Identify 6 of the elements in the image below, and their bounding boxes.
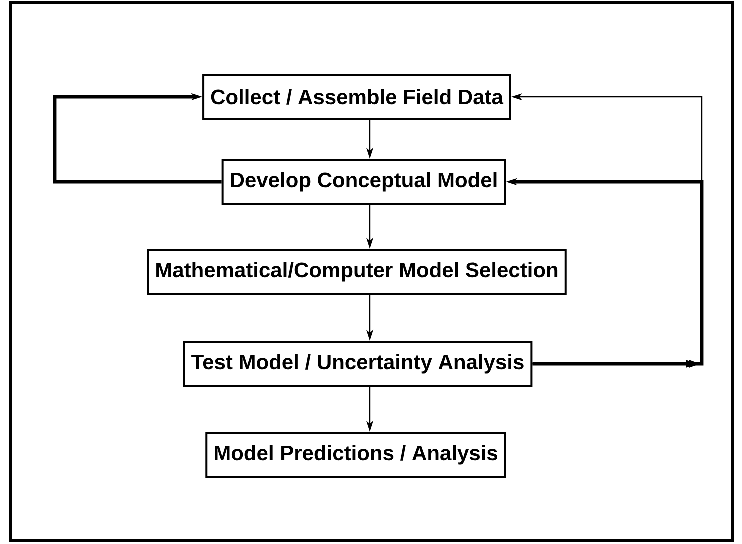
process-box: Test Model / Uncertainty Analysis (183, 341, 533, 387)
process-box: Model Predictions / Analysis (206, 432, 506, 478)
process-box: Collect / Assemble Field Data (202, 74, 512, 120)
arrow (53, 93, 222, 184)
process-box: Mathematical/Computer Model Selection (147, 249, 567, 295)
process-box: Develop Conceptual Model (222, 159, 506, 205)
